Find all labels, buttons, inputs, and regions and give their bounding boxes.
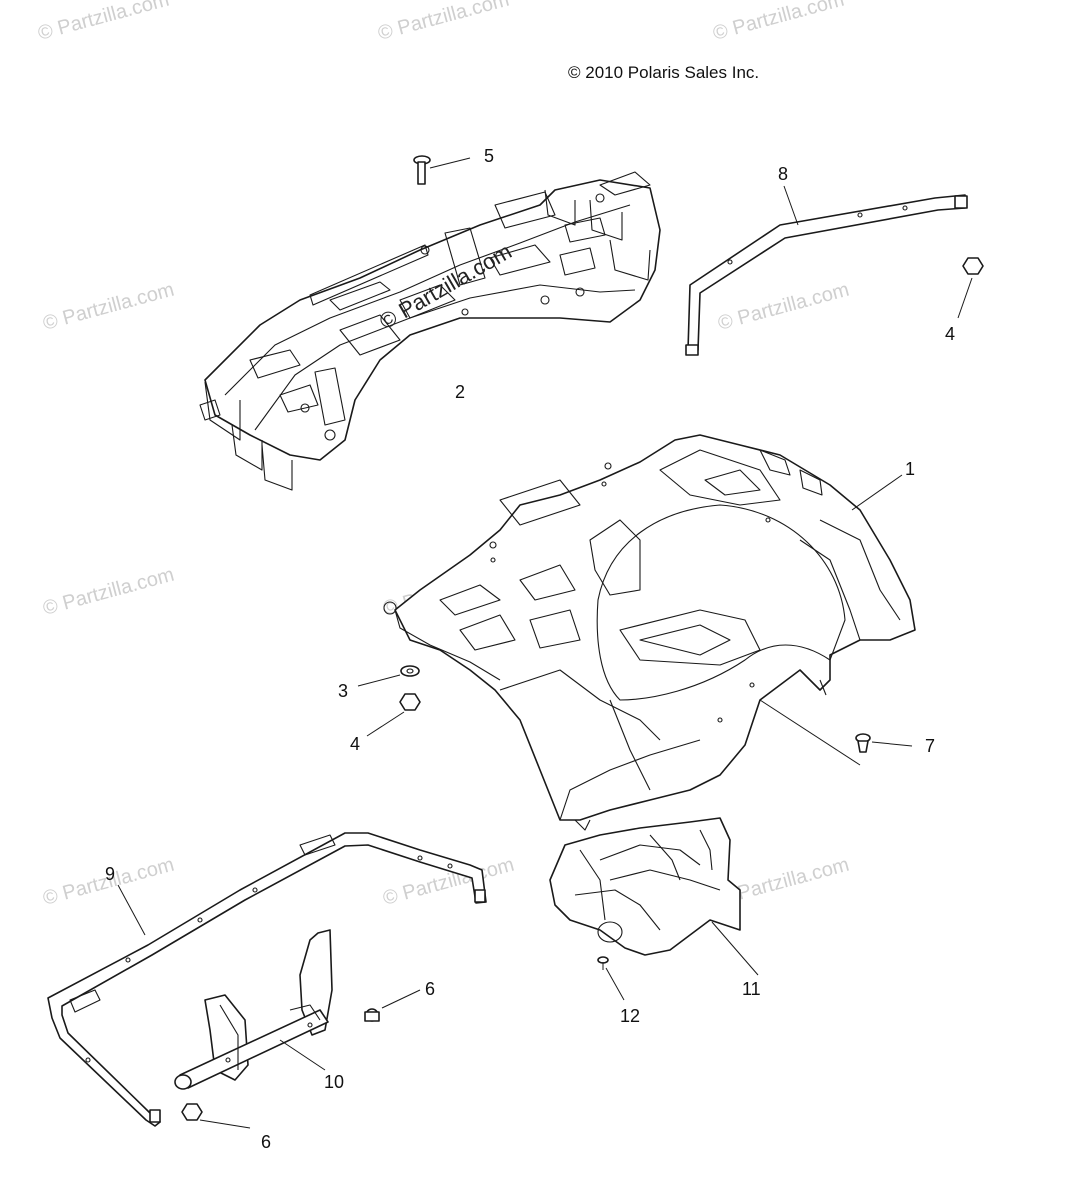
part-10-bracket	[174, 929, 333, 1090]
callout-5: 5	[484, 146, 494, 166]
part-6-bolt-right	[364, 989, 421, 1022]
callout-1: 1	[905, 459, 915, 479]
leader-line-1	[851, 474, 903, 511]
leader-line-6-lower	[199, 1119, 251, 1129]
callout-11: 11	[742, 979, 761, 999]
part-5-bolt	[413, 155, 471, 185]
callout-6-lower: 6	[261, 1132, 271, 1152]
callout-3: 3	[338, 681, 348, 701]
watermark-text: © Partzilla.com	[41, 564, 177, 620]
callout-6-right: 6	[425, 979, 435, 999]
copyright-text: © 2010 Polaris Sales Inc.	[568, 63, 759, 82]
part-9-bumper-frame	[47, 832, 487, 1127]
part-12-screw	[597, 956, 625, 1001]
leader-line-8	[783, 185, 799, 226]
leader-line-11	[711, 921, 759, 976]
part-2-rear-rack	[199, 171, 661, 491]
leader-line-10	[279, 1039, 326, 1071]
callout-labels: 1 2 3 4 4 5 6 6 7 8 9 10 11 12	[105, 146, 955, 1152]
leader-line-fender	[759, 699, 861, 766]
part-3-washer	[357, 665, 420, 687]
watermark-text: © Partzilla.com	[41, 279, 177, 335]
watermark-text: © Partzilla.com	[36, 0, 172, 45]
leader-line-7	[871, 741, 913, 747]
leader-line-4-upper	[957, 277, 973, 319]
callout-9: 9	[105, 864, 115, 884]
part-11-side-panel	[549, 817, 759, 976]
callout-2: 2	[455, 382, 465, 402]
callout-4-upper: 4	[945, 324, 955, 344]
callout-12: 12	[620, 1006, 640, 1026]
part-4-nut-upper	[957, 257, 984, 319]
part-7-push-rivet	[855, 733, 913, 753]
part-6-bolt-lower	[181, 1103, 251, 1129]
callout-7: 7	[925, 736, 935, 756]
part-4-nut-lower	[366, 693, 421, 737]
watermark-text: © Partzilla.com	[711, 0, 847, 45]
leader-line-3	[357, 674, 401, 687]
callout-8: 8	[778, 164, 788, 184]
leader-line-6-right	[381, 989, 421, 1009]
watermark-text: © Partzilla.com	[716, 279, 852, 335]
part-8-grab-bar	[685, 185, 968, 356]
part-1-rear-fender	[383, 434, 916, 831]
leader-line-4-lower	[366, 711, 405, 737]
leader-line-5	[429, 157, 471, 169]
callout-4-lower: 4	[350, 734, 360, 754]
leader-line-9	[117, 884, 146, 936]
callout-10: 10	[324, 1072, 344, 1092]
leader-line-12	[605, 967, 625, 1001]
watermark-text: © Partzilla.com	[376, 0, 512, 45]
